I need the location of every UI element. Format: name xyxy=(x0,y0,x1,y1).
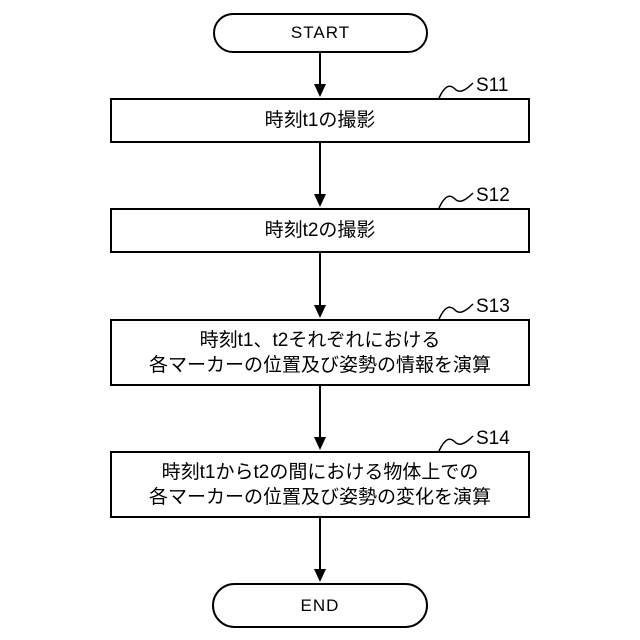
step-label-s13: S13 xyxy=(476,296,510,317)
process-text-s13: 時刻t1、t2それぞれにおける 各マーカーの位置及び姿勢の情報を演算 xyxy=(148,329,491,376)
arrow-line xyxy=(319,143,321,194)
step-label-s12: S12 xyxy=(476,185,510,206)
leader-line-s13 xyxy=(438,303,474,320)
arrow-head-icon xyxy=(314,84,326,97)
process-text-s12: 時刻t2の撮影 xyxy=(264,220,376,241)
arrow-s11-to-s12 xyxy=(314,143,326,207)
step-label-s14: S14 xyxy=(476,428,510,449)
process-text-s14: 時刻t1からt2の間における物体上での 各マーカーの位置及び姿勢の変化を演算 xyxy=(148,461,491,508)
start-label: START xyxy=(290,23,351,42)
arrow-line xyxy=(319,386,321,437)
leader-line-s12 xyxy=(438,192,474,209)
leader-line-s11 xyxy=(438,82,474,99)
process-box-s11: 時刻t1の撮影 xyxy=(110,98,530,143)
start-terminal: START xyxy=(213,13,428,53)
arrow-s12-to-s13 xyxy=(314,253,326,318)
arrow-line xyxy=(319,253,321,305)
arrow-start-to-s11 xyxy=(314,53,326,97)
process-box-s12: 時刻t2の撮影 xyxy=(110,208,530,253)
arrow-head-icon xyxy=(314,194,326,207)
arrow-s14-to-end xyxy=(314,518,326,582)
end-terminal: END xyxy=(212,583,428,628)
step-label-s11: S11 xyxy=(476,75,509,96)
arrow-line xyxy=(319,518,321,569)
arrow-head-icon xyxy=(314,437,326,450)
arrow-head-icon xyxy=(314,569,326,582)
arrow-s13-to-s14 xyxy=(314,386,326,450)
arrow-line xyxy=(319,53,321,84)
process-box-s14: 時刻t1からt2の間における物体上での 各マーカーの位置及び姿勢の変化を演算 xyxy=(110,451,530,518)
process-text-s11: 時刻t1の撮影 xyxy=(264,110,376,131)
process-box-s13: 時刻t1、t2それぞれにおける 各マーカーの位置及び姿勢の情報を演算 xyxy=(110,319,530,386)
end-label: END xyxy=(300,595,340,615)
arrow-head-icon xyxy=(314,305,326,318)
leader-line-s14 xyxy=(438,435,474,452)
